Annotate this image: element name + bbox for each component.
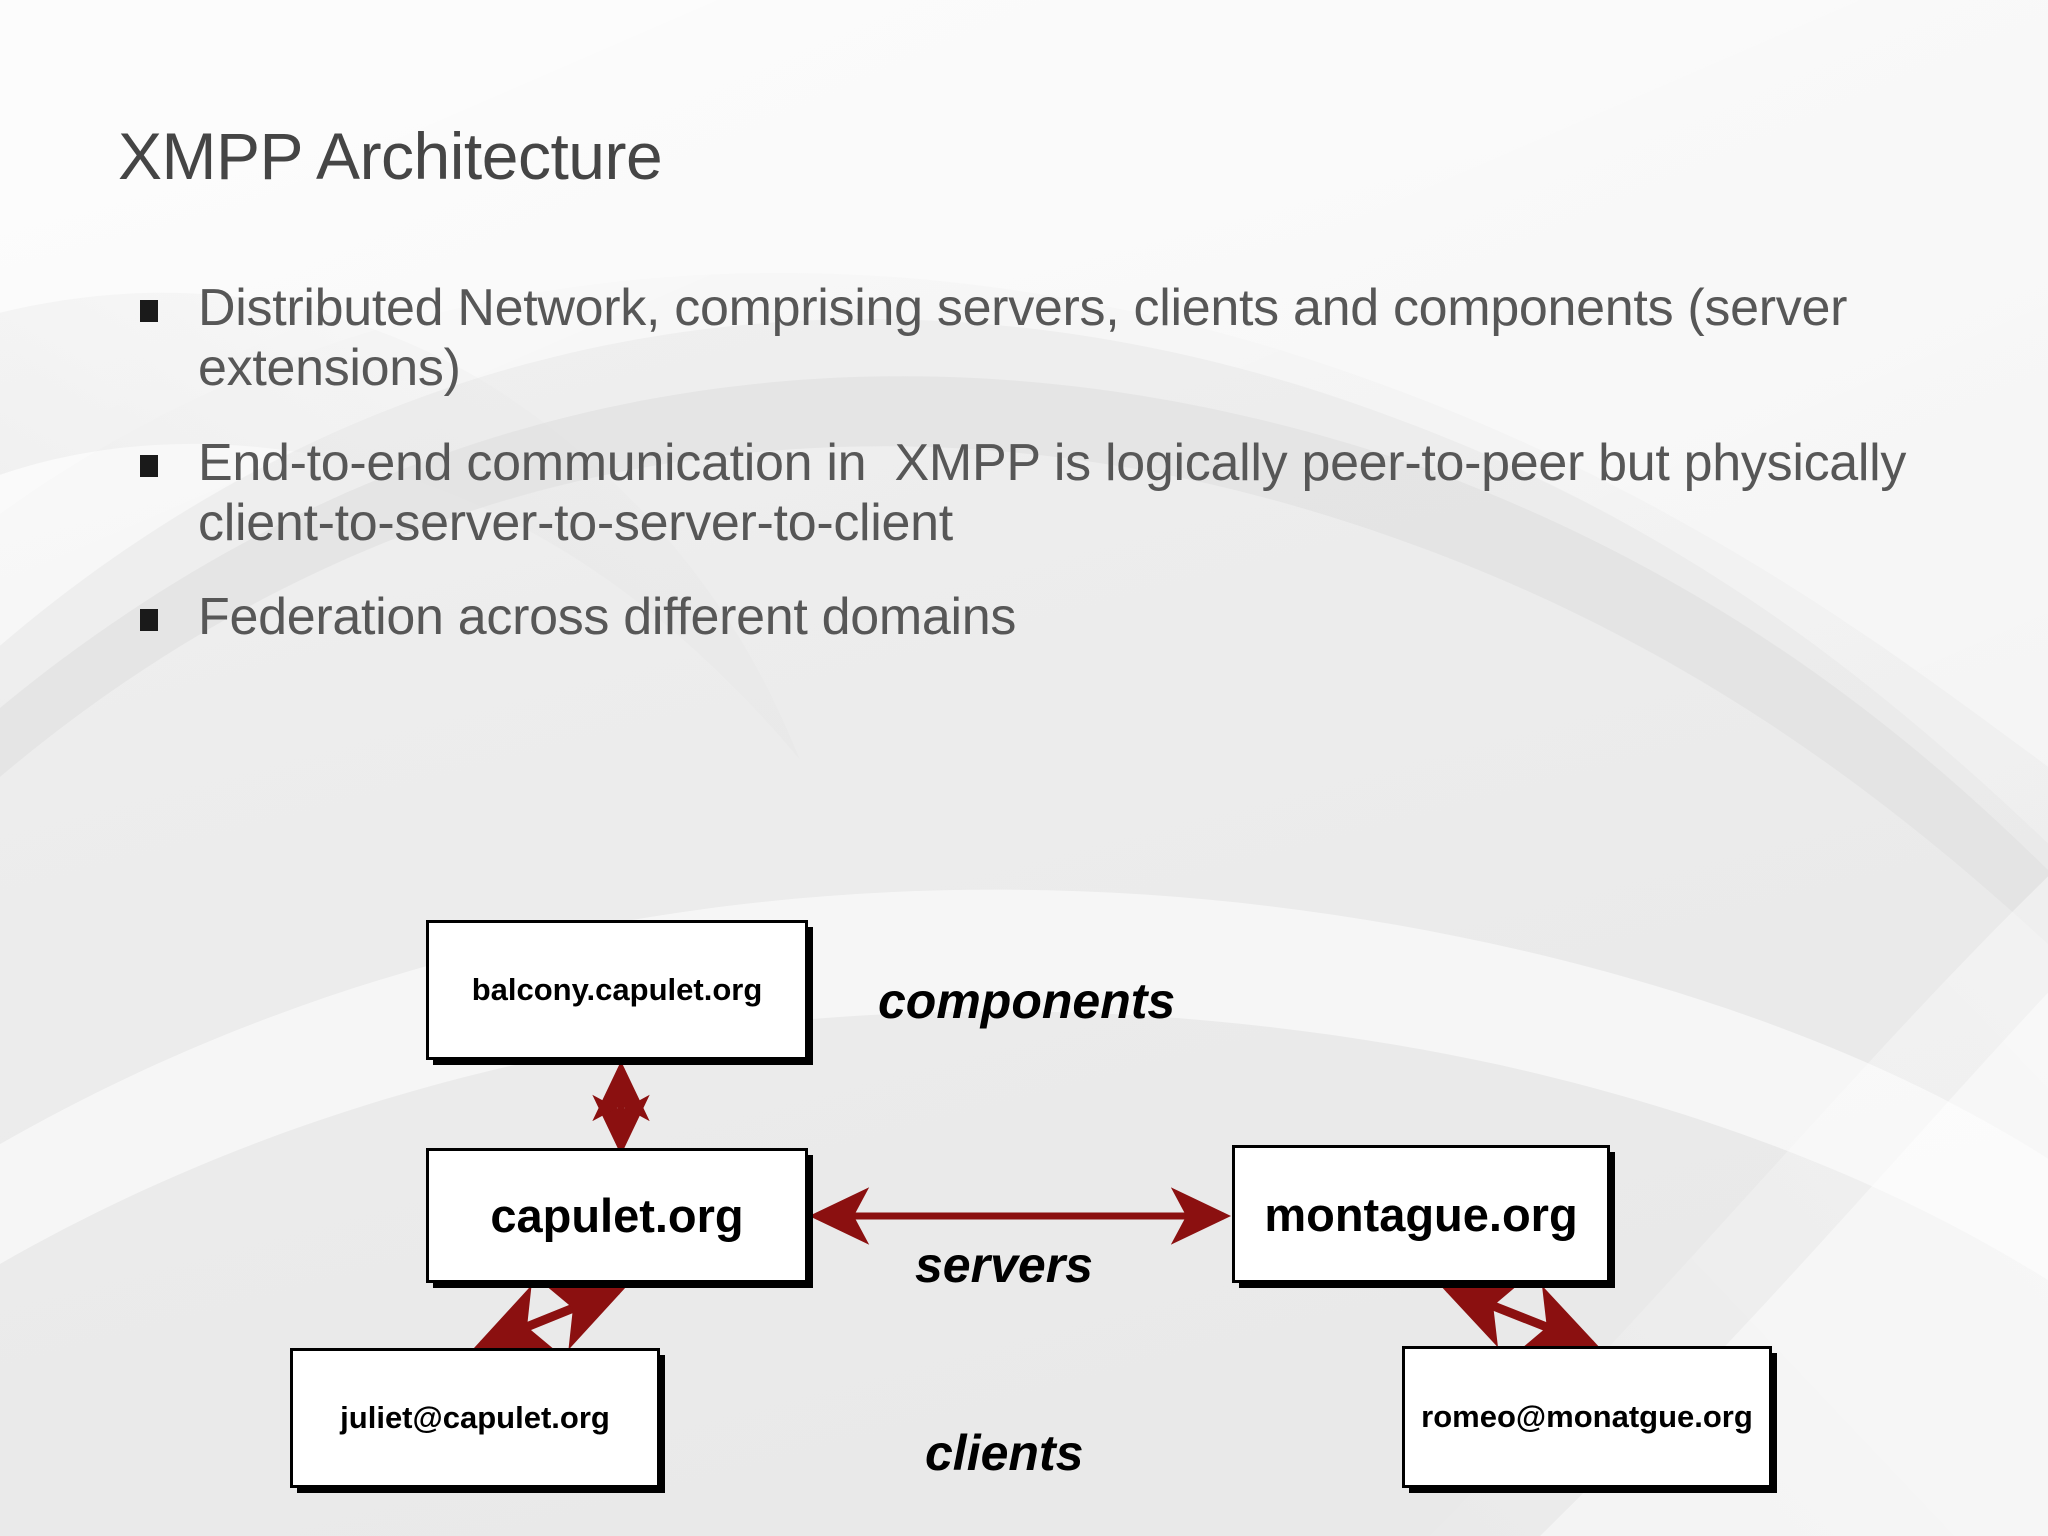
diagram-node-label: capulet.org [490,1189,744,1242]
list-item: End-to-end communication in XMPP is logi… [140,433,1930,554]
bullet-square-icon [140,609,158,632]
list-item: Federation across different domains [140,587,1930,647]
bullet-text: Distributed Network, comprising servers,… [198,279,1862,398]
diagram-node-balcony[interactable]: balcony.capulet.org [426,920,808,1060]
connector-juliet-capulet [473,1281,627,1354]
list-item: Distributed Network, comprising servers,… [140,278,1930,399]
diagram-group-label-clients: clients [925,1425,1084,1481]
diagram-node-label: romeo@monatgue.org [1421,1399,1753,1434]
diagram-node-label: juliet@capulet.org [340,1400,610,1435]
bullet-list: Distributed Network, comprising servers,… [140,278,1930,682]
bullet-square-icon [140,300,158,322]
diagram-node-capulet[interactable]: capulet.org [426,1148,808,1283]
page-title: XMPP Architecture [118,119,663,193]
bullet-text: End-to-end communication in XMPP is logi… [198,433,1921,552]
bullet-text: Federation across different domains [198,588,1017,647]
diagram-node-juliet[interactable]: juliet@capulet.org [290,1348,660,1488]
diagram-group-label-servers: servers [915,1237,1093,1293]
diagram-node-label: montague.org [1264,1187,1578,1241]
diagram-node-romeo[interactable]: romeo@monatgue.org [1402,1346,1772,1488]
diagram-node-label: balcony.capulet.org [471,972,763,1007]
connector-romeo-montague [1439,1278,1601,1355]
diagram-node-montague[interactable]: montague.org [1232,1145,1610,1283]
bullet-square-icon [140,454,158,477]
diagram-group-label-components: components [878,973,1176,1029]
